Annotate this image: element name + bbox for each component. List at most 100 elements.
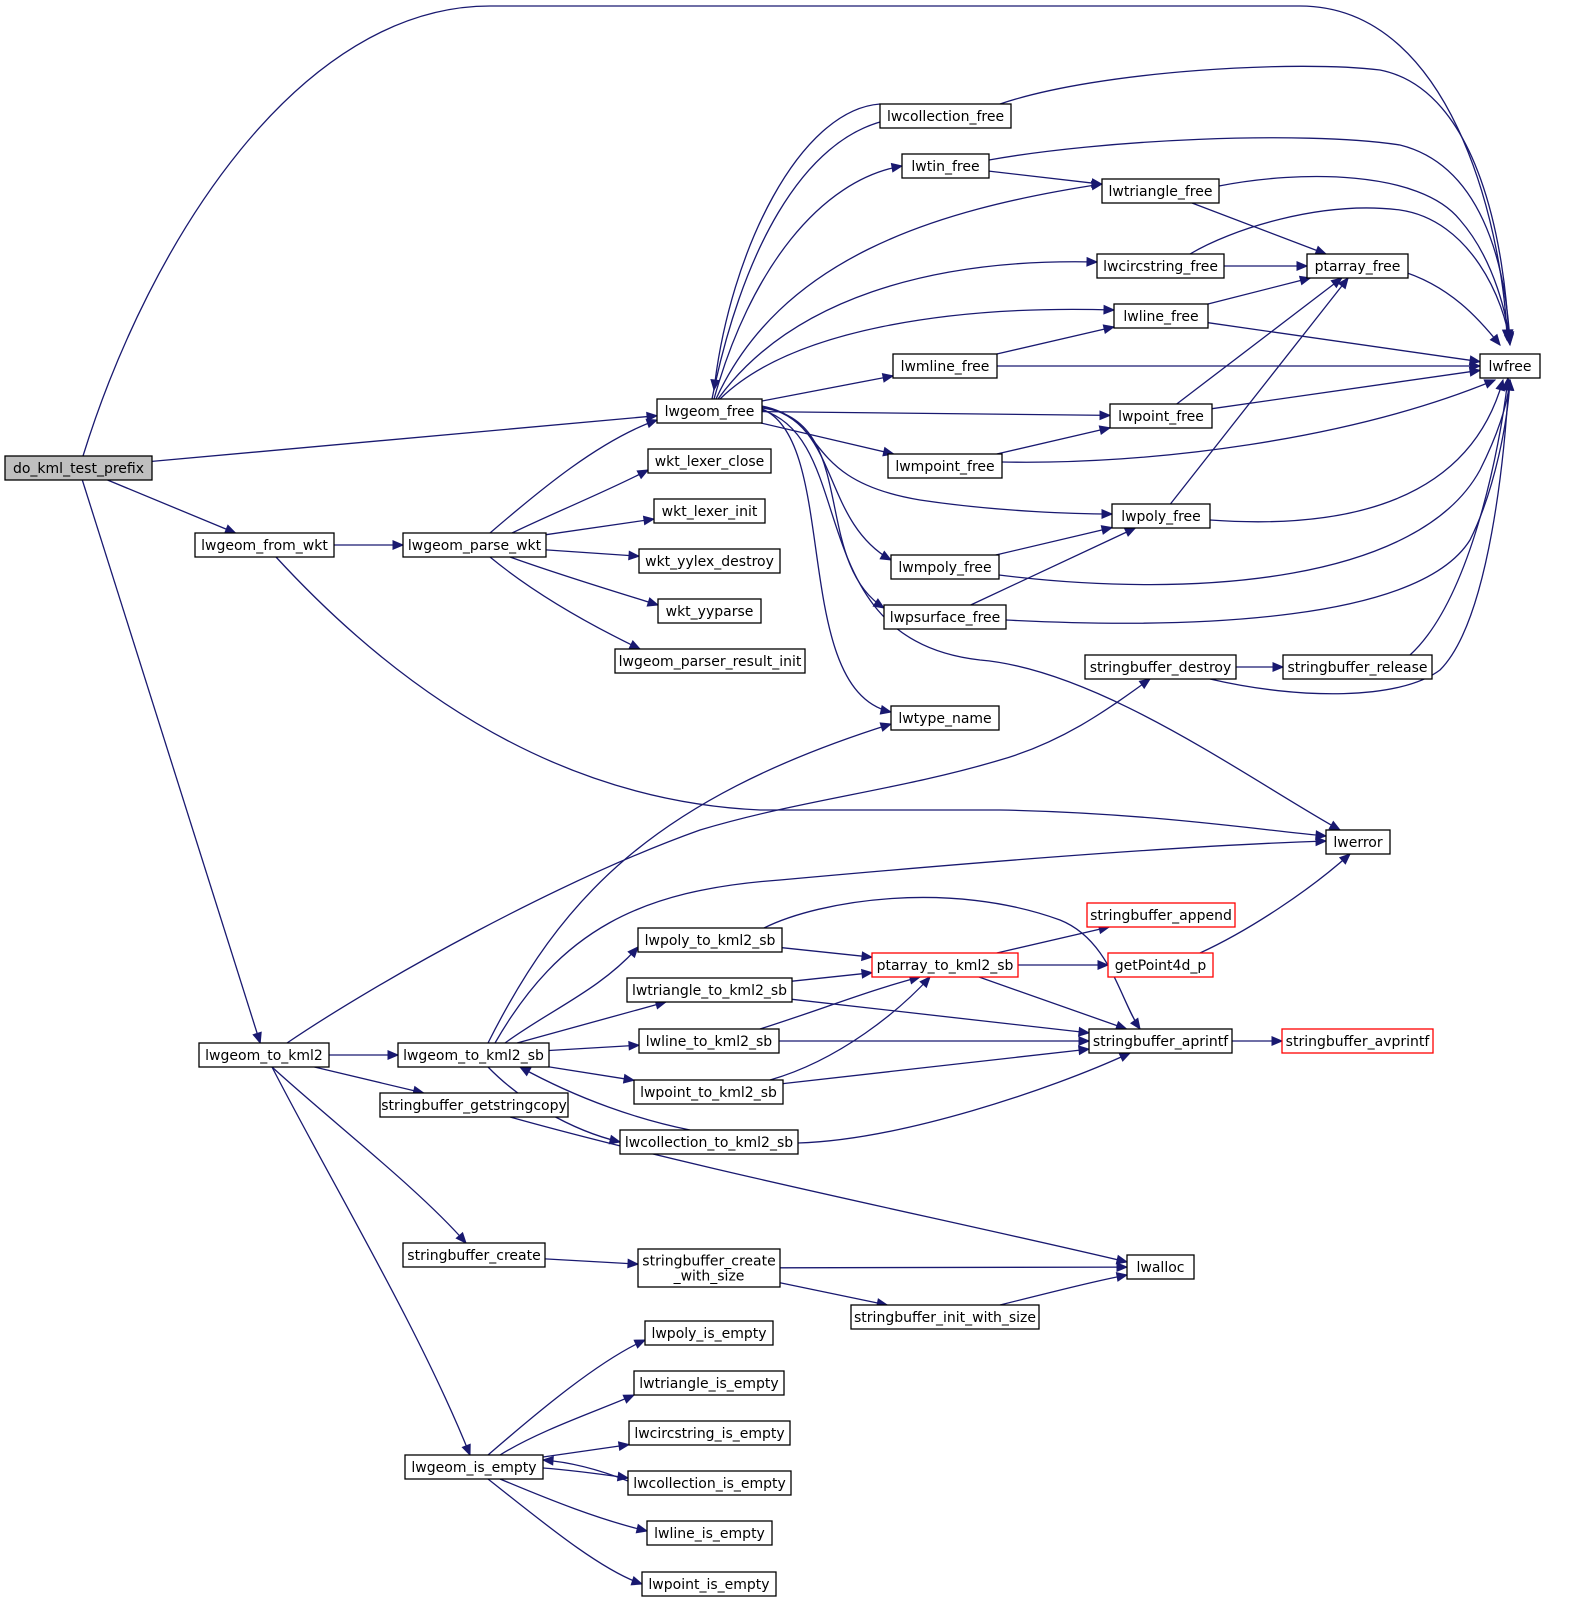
edge-lwpoly_to_kml2_sb-to-ptarray_to_kml2_sb	[781, 947, 873, 958]
edge-lwpoly_free-to-lwfree	[1209, 379, 1504, 523]
node-lwgeom-parse-wkt[interactable]: lwgeom_parse_wkt	[402, 532, 547, 558]
node-label: lwerror	[1333, 835, 1382, 851]
node-stringbuffer-getstringcopy[interactable]: stringbuffer_getstringcopy	[379, 1092, 569, 1118]
arrowhead-lwcollection_to_kml2_sb-to-lwgeom_to_kml2_sb	[518, 1066, 532, 1077]
node-lwerror[interactable]: lwerror	[1325, 829, 1391, 855]
edge-lwgeom_free-to-lwmline_free	[761, 375, 894, 402]
node-getPoint4d-p[interactable]: getPoint4d_p	[1107, 952, 1214, 978]
arrowhead-lwgeom_free-to-lwerror	[1328, 820, 1342, 831]
node-lwcircstring-free[interactable]: lwcircstring_free	[1096, 253, 1225, 279]
node-box	[1101, 178, 1220, 204]
node-lwtin-free[interactable]: lwtin_free	[901, 153, 990, 179]
node-lwgeom-to-kml2[interactable]: lwgeom_to_kml2	[198, 1042, 330, 1068]
node-label: lwgeom_from_wkt	[201, 538, 328, 554]
node-label: stringbuffer_getstringcopy	[381, 1098, 567, 1114]
node-lwtriangle-free[interactable]: lwtriangle_free	[1101, 178, 1220, 204]
node-box	[404, 1454, 544, 1480]
node-lwline-is-empty[interactable]: lwline_is_empty	[646, 1520, 773, 1546]
node-label: stringbuffer_append	[1090, 908, 1232, 924]
node-label: stringbuffer_release	[1287, 660, 1427, 676]
edge-lwpoint_to_kml2_sb-to-stringbuffer_aprintf	[782, 1048, 1090, 1085]
node-label: getPoint4d_p	[1115, 958, 1207, 974]
arrowhead-lwgeom_free-to-lwcircstring_free	[1086, 256, 1099, 267]
node-box	[1111, 503, 1211, 529]
node-do-kml-test-prefix[interactable]: do_kml_test_prefix	[4, 455, 153, 481]
node-ptarray-free[interactable]: ptarray_free	[1306, 253, 1409, 279]
arrowhead-lwtin_free-to-lwtriangle_free	[1091, 178, 1104, 188]
arrowhead-lwgeom_is_empty-to-lwpoly_is_empty	[633, 1339, 647, 1349]
node-lwcollection-free[interactable]: lwcollection_free	[879, 103, 1012, 129]
node-lwtriangle-is-empty[interactable]: lwtriangle_is_empty	[633, 1370, 785, 1396]
edge-lwgeom_parse_wkt-to-wkt_yylex_destroy	[545, 549, 640, 557]
node-label: lwline_free	[1123, 309, 1198, 325]
node-box	[1126, 1254, 1195, 1280]
arrowhead-lwgeom_to_kml2-to-stringbuffer_destroy	[1138, 678, 1152, 690]
node-stringbuffer-avprintf[interactable]: stringbuffer_avprintf	[1281, 1028, 1434, 1054]
node-stringbuffer-create[interactable]: stringbuffer_create	[402, 1242, 546, 1268]
edge-lwgeom_free-to-lwtriangle_free	[715, 183, 1103, 400]
edge-stringbuffer_create_with_size-to-lwalloc	[779, 1266, 1128, 1269]
node-wkt-lexer-close[interactable]: wkt_lexer_close	[647, 448, 772, 474]
node-lwline-to-kml2-sb[interactable]: lwline_to_kml2_sb	[638, 1028, 780, 1054]
node-lwgeom-to-kml2-sb[interactable]: lwgeom_to_kml2_sb	[397, 1042, 550, 1068]
node-lwtype-name[interactable]: lwtype_name	[890, 705, 1000, 731]
node-lwfree[interactable]: lwfree	[1479, 353, 1541, 379]
node-lwpoint-to-kml2-sb[interactable]: lwpoint_to_kml2_sb	[633, 1079, 784, 1105]
node-stringbuffer-release[interactable]: stringbuffer_release	[1282, 654, 1433, 680]
node-box	[647, 448, 772, 474]
arrowhead-lwgeom_to_kml2_sb-to-lwpoly_to_kml2_sb	[627, 946, 639, 959]
node-lwcollection-to-kml2-sb[interactable]: lwcollection_to_kml2_sb	[619, 1129, 799, 1155]
arrowhead-lwmpoint_free-to-lwfree	[1483, 379, 1497, 389]
node-lwpoly-free[interactable]: lwpoly_free	[1111, 503, 1211, 529]
arrowhead-lwgeom_is_empty-to-lwpoint_is_empty	[630, 1576, 644, 1586]
node-lwgeom-is-empty[interactable]: lwgeom_is_empty	[404, 1454, 544, 1480]
node-stringbuffer-init-with-size[interactable]: stringbuffer_init_with_size	[850, 1304, 1040, 1330]
arrowhead-lwgeom_to_kml2_sb-to-lwpoint_to_kml2_sb	[622, 1073, 636, 1084]
node-stringbuffer-aprintf[interactable]: stringbuffer_aprintf	[1088, 1028, 1233, 1054]
node-lwalloc[interactable]: lwalloc	[1126, 1254, 1195, 1280]
node-box	[653, 498, 766, 524]
node-label: lwmpoly_free	[898, 560, 991, 576]
node-lwpoint-free[interactable]: lwpoint_free	[1109, 403, 1213, 429]
node-lwmline-free[interactable]: lwmline_free	[892, 353, 998, 379]
arrowhead-lwgeom_from_wkt-to-lwgeom_parse_wkt	[392, 540, 405, 550]
node-wkt-lexer-init[interactable]: wkt_lexer_init	[653, 498, 766, 524]
node-wkt-yyparse[interactable]: wkt_yyparse	[657, 598, 762, 624]
node-stringbuffer-append[interactable]: stringbuffer_append	[1086, 902, 1236, 928]
edge-lwtin_free-to-lwtriangle_free	[988, 170, 1103, 185]
edge-lwpoint_free-to-lwfree	[1211, 369, 1481, 410]
edge-lwgeom_parse_wkt-to-wkt_lexer_close	[511, 469, 649, 534]
node-lwgeom-from-wkt[interactable]: lwgeom_from_wkt	[194, 532, 335, 558]
node-label: wkt_yylex_destroy	[645, 554, 774, 570]
arrowhead-lwgeom_is_empty-to-lwline_is_empty	[635, 1523, 649, 1534]
node-label: do_kml_test_prefix	[13, 461, 144, 477]
edge-lwgeom_to_kml2_sb-to-lwpoint_to_kml2_sb	[548, 1066, 635, 1081]
node-lwcircstring-is-empty[interactable]: lwcircstring_is_empty	[628, 1420, 791, 1446]
node-wkt-yylex-destroy[interactable]: wkt_yylex_destroy	[638, 548, 781, 574]
edge-lwtriangle_to_kml2_sb-to-stringbuffer_aprintf	[791, 998, 1090, 1034]
node-lwmpoly-free[interactable]: lwmpoly_free	[890, 554, 1000, 580]
node-lwtriangle-to-kml2-sb[interactable]: lwtriangle_to_kml2_sb	[626, 977, 793, 1003]
node-box	[402, 532, 547, 558]
node-lwmpoint-free[interactable]: lwmpoint_free	[887, 453, 1003, 479]
node-box	[890, 554, 1000, 580]
arrowhead-lwpoint_to_kml2_sb-to-stringbuffer_aprintf	[1078, 1045, 1091, 1056]
node-lwpoly-is-empty[interactable]: lwpoly_is_empty	[644, 1320, 774, 1346]
node-lwgeom-free[interactable]: lwgeom_free	[656, 398, 763, 424]
node-lwline-free[interactable]: lwline_free	[1113, 303, 1209, 329]
node-lwgeom-parser-result-init[interactable]: lwgeom_parser_result_init	[614, 648, 806, 674]
node-stringbuffer-create-with-size[interactable]: stringbuffer_create_with_size	[637, 1248, 781, 1288]
node-lwcollection-is-empty[interactable]: lwcollection_is_empty	[627, 1470, 792, 1496]
arrowhead-lwgeom_free-to-lwline_free	[1103, 304, 1116, 315]
edge-do_kml_test_prefix-to-lwgeom_to_kml2	[81, 479, 261, 1044]
arrowhead-lwpoint_free-to-lwfree	[1468, 366, 1482, 377]
node-lwpoly-to-kml2-sb[interactable]: lwpoly_to_kml2_sb	[637, 927, 783, 953]
node-stringbuffer-destroy[interactable]: stringbuffer_destroy	[1084, 654, 1237, 680]
node-label: ptarray_free	[1315, 259, 1401, 275]
node-label: lwtriangle_is_empty	[639, 1376, 778, 1392]
arrowhead-lwpoly_free-to-lwfree	[1495, 378, 1505, 392]
node-lwpsurface-free[interactable]: lwpsurface_free	[883, 604, 1007, 630]
edge-lwgeom_parse_wkt-to-wkt_yyparse	[509, 556, 659, 606]
node-lwpoint-is-empty[interactable]: lwpoint_is_empty	[641, 1571, 777, 1597]
node-ptarray-to-kml2-sb[interactable]: ptarray_to_kml2_sb	[871, 952, 1019, 978]
